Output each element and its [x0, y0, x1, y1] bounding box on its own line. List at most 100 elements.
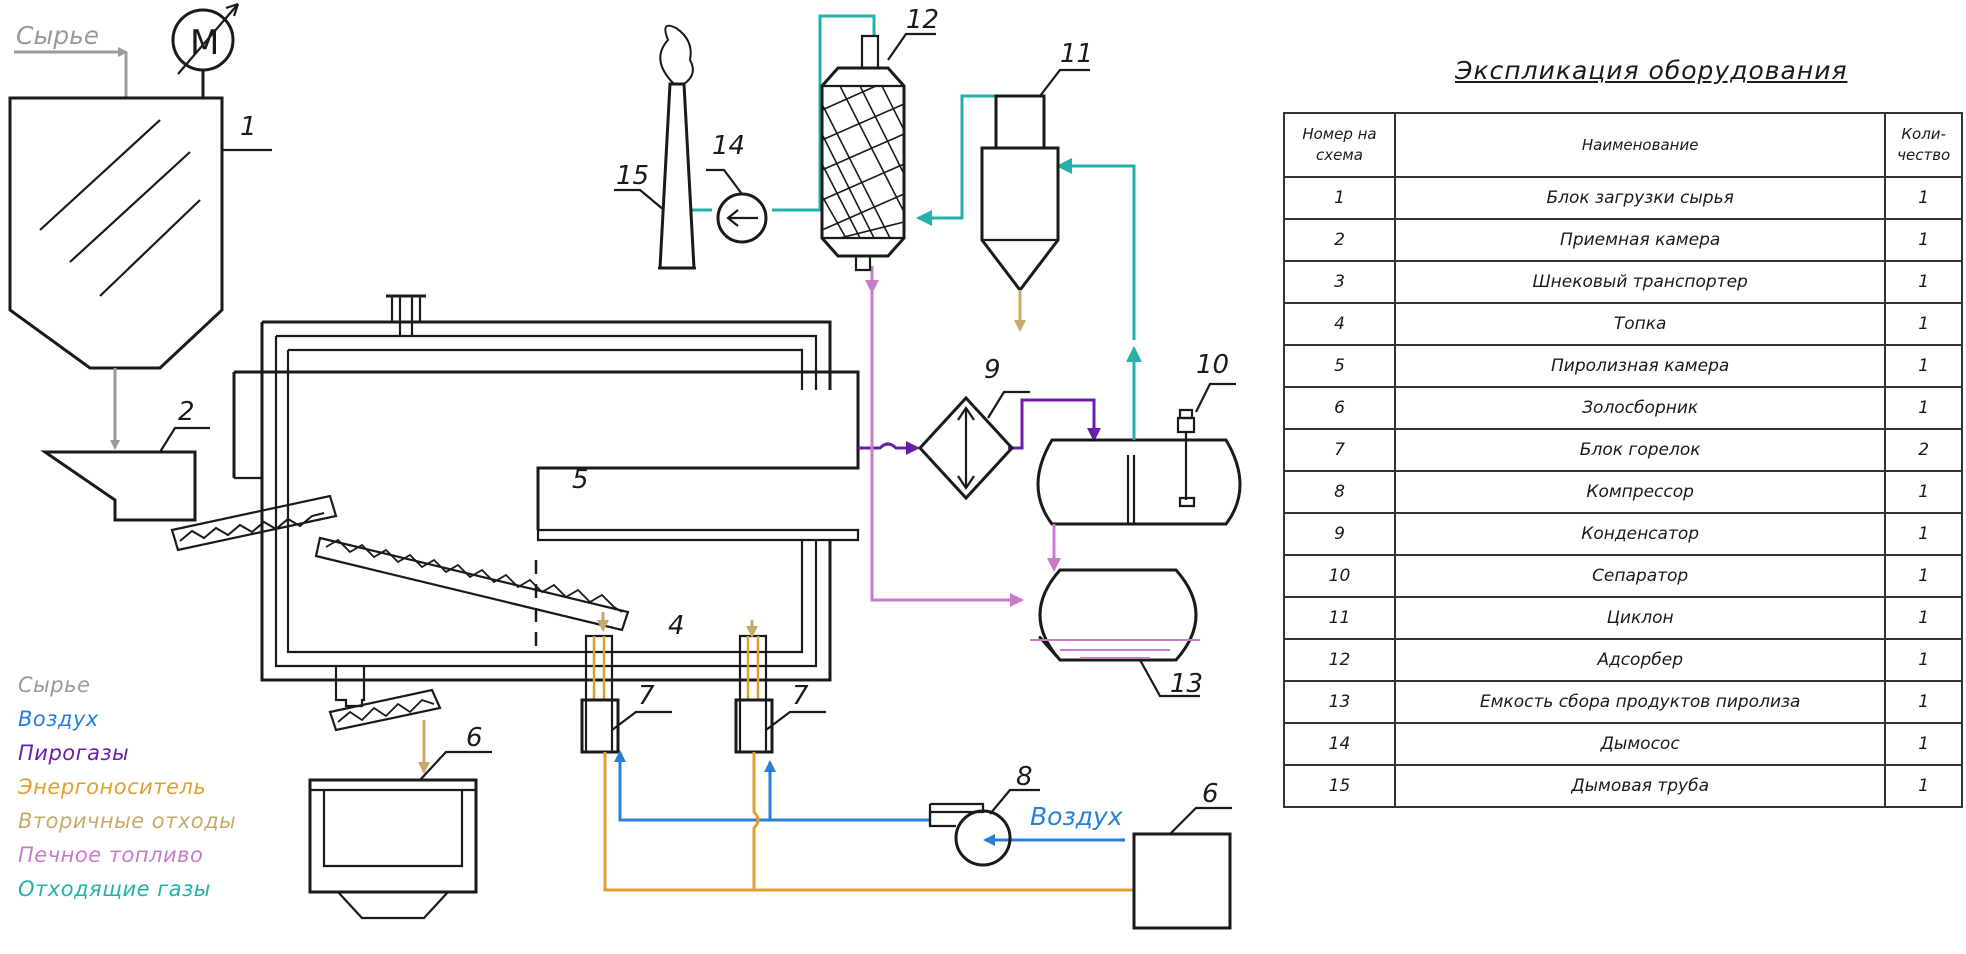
fuel-lines: [865, 266, 1061, 607]
legend-item: Пирогазы: [18, 741, 130, 765]
cell-name: Блок горелок: [1393, 428, 1887, 472]
cell-name: Золосборник: [1393, 386, 1887, 430]
tag-6-ash: 6: [466, 723, 483, 753]
cell-number: 5: [1283, 344, 1396, 388]
cell-quantity: 1: [1884, 302, 1963, 346]
loading-block: 1: [8, 96, 272, 450]
cell-quantity: 1: [1884, 512, 1963, 556]
tag-2: 2: [178, 397, 195, 427]
tag-11: 11: [1060, 39, 1093, 69]
tag-4: 4: [668, 611, 685, 641]
header-name: Наименование: [1393, 112, 1887, 178]
air-input-label: Воздух: [1030, 802, 1123, 831]
tag-7a: 7: [638, 681, 655, 711]
cell-quantity: 1: [1884, 386, 1963, 430]
ash-collector-2: 6: [1132, 779, 1232, 930]
tag-8: 8: [1016, 762, 1033, 792]
cell-quantity: 1: [1884, 764, 1963, 808]
header-number: Номер на схема: [1283, 112, 1396, 178]
cell-quantity: 1: [1884, 638, 1963, 682]
tag-1: 1: [240, 112, 257, 142]
screw-conveyor-inlet: [170, 494, 338, 552]
receiving-chamber: 2: [40, 397, 210, 522]
cell-number: 9: [1283, 512, 1396, 556]
tag-10: 10: [1196, 350, 1229, 380]
tag-5: 5: [572, 465, 589, 495]
ash-discharge: [328, 666, 442, 774]
tag-6-box: 6: [1202, 779, 1219, 809]
burner-block-2: 7: [734, 620, 826, 754]
cell-number: 13: [1283, 680, 1396, 724]
cell-number: 11: [1283, 596, 1396, 640]
tag-15: 15: [616, 161, 649, 191]
legend-item: Энергоноситель: [18, 775, 207, 799]
tag-14: 14: [712, 131, 745, 161]
tag-13: 13: [1170, 669, 1203, 699]
cell-quantity: 1: [1884, 176, 1963, 220]
energy-lines: [603, 752, 1134, 892]
cell-name: Дымовая труба: [1393, 764, 1887, 808]
explication-table: Номер на схема Наименование Коли- чество…: [1283, 112, 1963, 808]
cell-quantity: 1: [1884, 722, 1963, 766]
cell-name: Шнековый транспортер: [1393, 260, 1887, 304]
cell-quantity: 1: [1884, 596, 1963, 640]
smoke-icon: [659, 24, 694, 85]
ash-collector: 6: [308, 723, 492, 920]
furnace: 4: [260, 294, 832, 682]
chimney: 15: [614, 24, 696, 270]
cell-quantity: 1: [1884, 680, 1963, 724]
cell-name: Адсорбер: [1393, 638, 1887, 682]
cell-quantity: 1: [1884, 344, 1963, 388]
tag-9: 9: [984, 355, 1001, 385]
cyclone: 11: [980, 39, 1093, 332]
legend-item: Вторичные отходы: [18, 809, 237, 833]
cell-number: 10: [1283, 554, 1396, 598]
pyrolysis-chamber: 5: [232, 370, 860, 652]
cell-name: Компрессор: [1393, 470, 1887, 514]
legend-item: Сырье: [18, 673, 91, 697]
separator: 10: [1036, 350, 1242, 526]
condenser: 9: [917, 355, 1030, 501]
cell-number: 6: [1283, 386, 1396, 430]
cell-name: Емкость сбора продуктов пиролиза: [1393, 680, 1887, 724]
cell-number: 12: [1283, 638, 1396, 682]
tag-12: 12: [906, 5, 939, 35]
cell-name: Пиролизная камера: [1393, 344, 1887, 388]
explication-table-wrap: Номер на схема Наименование Коли- чество…: [1283, 112, 1963, 808]
cell-name: Топка: [1393, 302, 1887, 346]
cell-number: 4: [1283, 302, 1396, 346]
cell-quantity: 1: [1884, 470, 1963, 514]
adsorber: 12: [820, 5, 939, 272]
cell-name: Конденсатор: [1393, 512, 1887, 556]
cell-number: 1: [1283, 176, 1396, 220]
legend-item: Печное топливо: [18, 843, 204, 867]
raw-input: Сырье: [14, 21, 128, 98]
raw-input-label: Сырье: [16, 21, 99, 50]
tag-7b: 7: [792, 681, 809, 711]
cell-name: Циклон: [1393, 596, 1887, 640]
air-lines: Воздух: [614, 750, 1125, 846]
burner-block-1: 7: [580, 634, 672, 754]
header-quantity: Коли- чество: [1884, 112, 1963, 178]
product-tank: 13: [1030, 568, 1203, 699]
cell-number: 7: [1283, 428, 1396, 472]
cell-name: Блок загрузки сырья: [1393, 176, 1887, 220]
cell-number: 8: [1283, 470, 1396, 514]
